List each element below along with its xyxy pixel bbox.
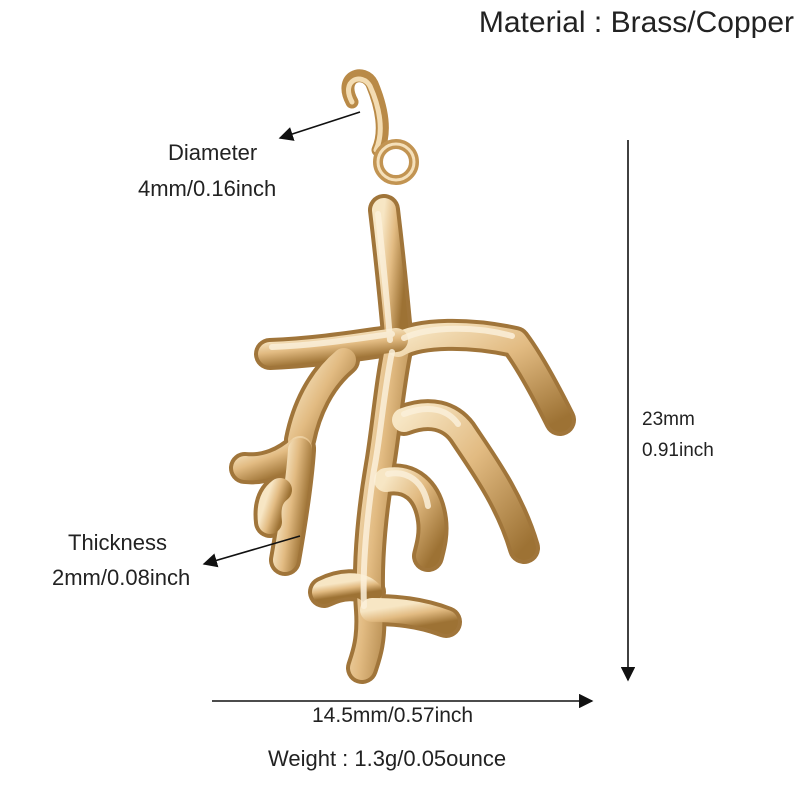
jump-ring bbox=[341, 69, 419, 185]
diameter-arrow-icon bbox=[278, 111, 361, 141]
thickness-value: 2mm/0.08inch bbox=[52, 565, 191, 590]
thickness-arrow-icon bbox=[202, 535, 301, 568]
diameter-value: 4mm/0.16inch bbox=[138, 176, 277, 201]
dimension-lines bbox=[202, 111, 636, 709]
coral-branch-body bbox=[229, 194, 576, 684]
material-label: Material : Brass/Copper bbox=[478, 6, 794, 39]
diameter-label: Diameter bbox=[168, 140, 258, 165]
width-value: 14.5mm/0.57inch bbox=[312, 704, 474, 727]
height-inch-value: 0.91inch bbox=[642, 440, 714, 461]
height-mm-value: 23mm bbox=[642, 409, 695, 430]
thickness-label: Thickness bbox=[68, 530, 168, 555]
weight-label: Weight : 1.3g/0.05ounce bbox=[268, 746, 507, 771]
